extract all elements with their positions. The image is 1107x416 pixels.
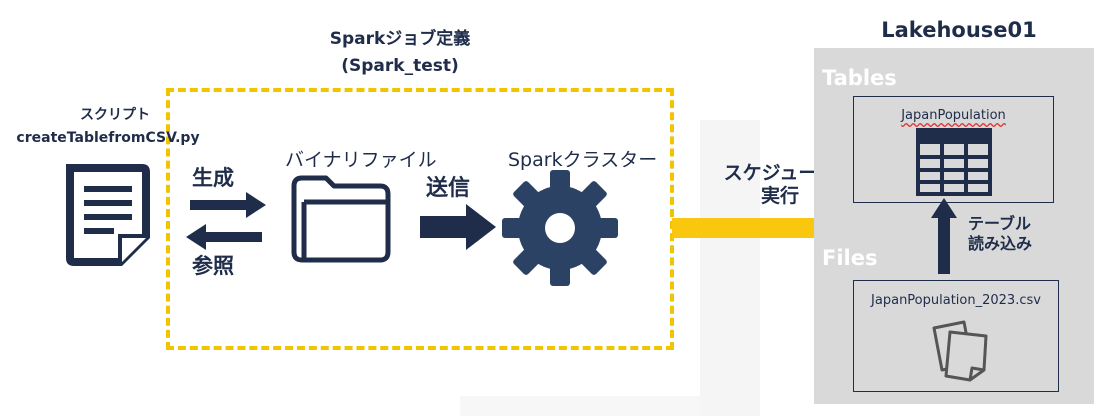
table-grid-icon <box>916 128 992 196</box>
file-pages-icon <box>932 320 988 382</box>
table-box <box>853 96 1054 203</box>
script-filename: createTablefromCSV.py <box>16 130 200 146</box>
gear-icon <box>502 170 618 286</box>
send-label: 送信 <box>426 176 471 201</box>
folder-icon <box>291 175 391 263</box>
schedule-label-line2: 実行 <box>760 185 799 207</box>
load-label-line1: テーブル <box>968 214 1032 233</box>
generate-label: 生成 <box>192 166 234 190</box>
file-name: JapanPopulation_2023.csv <box>871 293 1041 308</box>
spark-cluster-label: Sparkクラスター <box>508 149 658 171</box>
table-name-text: JapanPopulation <box>901 108 1006 123</box>
reference-label: 参照 <box>192 254 234 278</box>
lakehouse-title: Lakehouse01 <box>881 18 1037 42</box>
table-name: JapanPopulation <box>853 108 1054 123</box>
script-label: スクリプト <box>80 107 150 123</box>
load-table-label: テーブル 読み込み <box>968 214 1032 254</box>
load-label-line2: 読み込み <box>968 234 1033 253</box>
tables-section-label: Tables <box>822 66 897 90</box>
binary-file-label: バイナリファイル <box>285 149 437 171</box>
background-watermark <box>460 120 760 416</box>
load-table-arrow <box>931 198 957 274</box>
schedule-label: スケジュール 実行 <box>700 162 860 208</box>
generate-arrow <box>190 192 266 218</box>
document-icon <box>66 164 150 266</box>
job-title: Sparkジョブ定義 <box>329 29 471 49</box>
reference-arrow <box>186 224 262 250</box>
files-section-label: Files <box>822 246 878 270</box>
job-subtitle: (Spark_test) <box>341 56 459 76</box>
schedule-label-line1: スケジュール <box>723 162 837 184</box>
send-arrow <box>420 204 496 250</box>
